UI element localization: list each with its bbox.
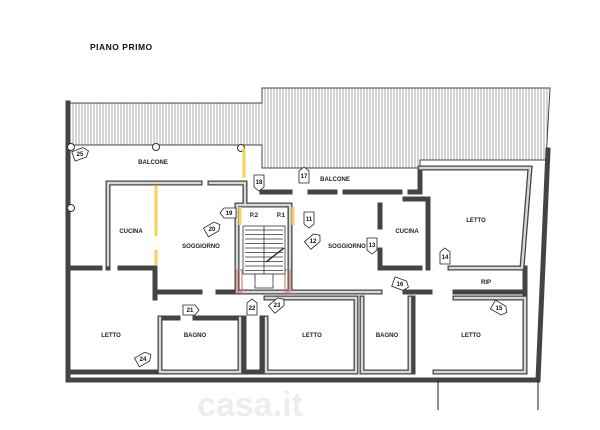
photo-marker-14[interactable]: 14 <box>439 247 451 265</box>
room-letto-se: LETTO <box>461 333 481 339</box>
photo-marker-number: 15 <box>496 306 503 312</box>
camera-arrow-icon <box>298 166 310 184</box>
stair-label-p2: P.2 <box>250 213 259 219</box>
plan-title: PIANO PRIMO <box>90 42 153 52</box>
photo-marker-number: 22 <box>249 306 256 312</box>
photo-marker-number: 12 <box>310 239 317 245</box>
camera-arrow-icon <box>182 304 200 316</box>
room-letto-sw: LETTO <box>101 333 121 339</box>
photo-marker-15[interactable]: 15 <box>489 299 509 317</box>
photo-marker-number: 25 <box>77 152 84 158</box>
stair-label-p1: P.1 <box>277 213 286 219</box>
photo-marker-number: 21 <box>187 308 194 314</box>
photo-marker-number: 13 <box>369 243 376 249</box>
camera-arrow-icon <box>219 207 237 219</box>
camera-arrow-icon <box>391 276 409 291</box>
photo-marker-number: 23 <box>274 303 281 309</box>
camera-arrow-icon <box>489 299 508 316</box>
photo-marker-number: 14 <box>442 255 449 261</box>
camera-arrow-icon <box>366 237 378 255</box>
camera-arrow-icon <box>439 247 451 265</box>
room-bagno-right: BAGNO <box>376 333 399 339</box>
photo-marker-23[interactable]: 23 <box>267 295 287 314</box>
photo-marker-21[interactable]: 21 <box>182 304 200 316</box>
room-balcone-left: BALCONE <box>138 160 168 166</box>
photo-marker-24[interactable]: 24 <box>133 350 153 368</box>
photo-marker-11[interactable]: 11 <box>303 211 315 229</box>
staircase[interactable]: P.2 P.1 <box>242 213 286 289</box>
camera-arrow-icon <box>267 297 285 314</box>
photo-marker-25[interactable]: 25 <box>71 146 90 162</box>
photo-marker-number: 17 <box>301 174 308 180</box>
photo-marker-number: 24 <box>140 357 147 363</box>
photo-marker-19[interactable]: 19 <box>219 207 237 219</box>
camera-arrow-icon <box>253 174 265 192</box>
roof-hatch <box>67 87 551 169</box>
camera-arrow-icon <box>133 351 152 368</box>
photo-marker-13[interactable]: 13 <box>366 237 378 255</box>
photo-marker-number: 20 <box>209 227 216 233</box>
camera-arrow-icon <box>303 211 315 229</box>
room-balcone-right: BALCONE <box>320 177 350 183</box>
room-letto-center: LETTO <box>302 333 322 339</box>
watermark: casa.it <box>197 386 303 424</box>
photo-marker-20[interactable]: 20 <box>202 220 222 238</box>
room-cucina-left: CUCINA <box>119 229 143 235</box>
highlight-marks <box>154 148 295 293</box>
walls-inner <box>106 166 532 374</box>
camera-arrow-icon <box>202 221 221 238</box>
photo-marker-number: 16 <box>397 282 404 288</box>
photo-marker-18[interactable]: 18 <box>253 174 265 192</box>
photo-markers: 25 18 17 19 20 11 12 13 14 16 15 21 22 23 24 <box>71 146 509 368</box>
photo-marker-16[interactable]: 16 <box>391 276 410 292</box>
room-letto-ne: LETTO <box>466 218 486 224</box>
photo-marker-17[interactable]: 17 <box>298 166 310 184</box>
room-soggiorno-right: SOGGIORNO <box>328 244 366 250</box>
photo-marker-number: 18 <box>256 180 263 186</box>
camera-arrow-icon <box>246 298 258 316</box>
room-labels: BALCONE BALCONE CUCINA SOGGIORNO CUCINA … <box>101 160 491 339</box>
photo-marker-number: 19 <box>226 211 233 217</box>
photo-marker-12[interactable]: 12 <box>303 231 323 250</box>
room-bagno-left: BAGNO <box>184 333 207 339</box>
photo-marker-number: 11 <box>306 217 313 223</box>
photo-marker-22[interactable]: 22 <box>246 298 258 316</box>
camera-arrow-icon <box>303 233 321 250</box>
room-rip: RIP <box>481 280 491 286</box>
room-cucina-right: CUCINA <box>395 229 419 235</box>
room-soggiorno-left: SOGGIORNO <box>182 244 220 250</box>
camera-arrow-icon <box>71 147 89 162</box>
